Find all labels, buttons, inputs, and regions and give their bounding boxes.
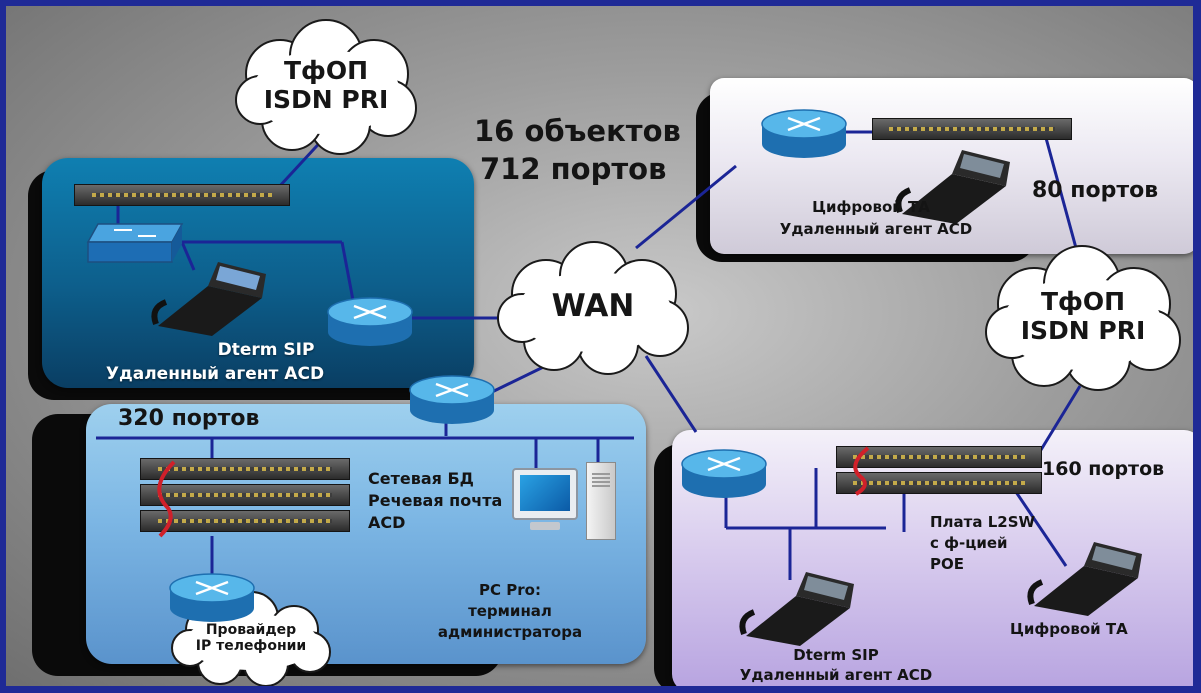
bl-feature-line: Сетевая БД: [368, 469, 474, 488]
cloud-line: Провайдер: [205, 621, 297, 638]
link-rack-digital-phone: [1014, 491, 1068, 567]
pstn-cloud-right-text: ТфОП ISDN PRI: [978, 242, 1188, 392]
cloud-line: ТфОП: [1040, 287, 1126, 317]
bl-features: Сетевая БД Речевая почта ACD: [368, 468, 502, 534]
pstn-cloud-right: ТфОП ISDN PRI: [978, 242, 1188, 392]
br-card-line: Плата L2SW: [930, 513, 1036, 531]
link-wan-top-right: [635, 164, 737, 250]
br-card-line: POE: [930, 555, 964, 573]
br-sip-phone-label: Dterm SIP: [793, 646, 879, 664]
server-rack-icon: [836, 446, 1042, 496]
site-panel-top-right: [710, 78, 1193, 254]
cloud-icon: [497, 241, 689, 375]
switch-icon: [86, 223, 184, 263]
br-ports: 160 портов: [1042, 458, 1165, 480]
site-panel-bottom-left: [86, 404, 646, 664]
cloud-icon: [985, 245, 1181, 391]
router-icon: [409, 375, 495, 424]
cloud-icon: [235, 19, 417, 155]
wan-cloud-text: WAN: [490, 238, 696, 376]
cloud-line: IP телефонии: [195, 638, 307, 654]
link-rack-pstn-right: [1044, 137, 1078, 249]
pstn-cloud-top-text: ТфОП ISDN PRI: [228, 16, 424, 156]
tr-agent-label: Удаленный агент ACD: [779, 220, 973, 238]
cloud-line: WAN: [551, 288, 635, 325]
bl-feature-line: ACD: [368, 513, 406, 532]
tr-phone-label: Цифровой ТА: [812, 198, 930, 216]
bl-pc-line: PC Pro:: [479, 581, 541, 599]
provider-cloud-text: Провайдер IP телефонии: [166, 590, 336, 686]
diagram-canvas: ТфОП ISDN PRI ТфОП ISDN PRI: [6, 6, 1193, 686]
cloud-line: ТфОП: [283, 56, 369, 86]
cloud-line: ISDN PRI: [263, 85, 389, 114]
server-rack-icon: [140, 458, 350, 538]
tl-agent-label: Удаленный агент ACD: [105, 364, 325, 384]
router-icon: [169, 573, 255, 622]
cloud-line: ISDN PRI: [1020, 316, 1146, 345]
br-card-line: с ф-цией: [930, 534, 1008, 552]
phone-icon: [895, 150, 1010, 224]
summary-sites: 16 объектов: [474, 114, 681, 148]
link-wan-bottom-right: [644, 355, 698, 433]
router-icon: [327, 297, 413, 346]
phone-icon: [1027, 542, 1142, 616]
bl-ports: 320 портов: [118, 406, 260, 431]
network-links: [96, 130, 1082, 590]
phone-icon: [151, 262, 266, 336]
br-agent-label: Удаленный агент ACD: [739, 666, 933, 684]
server-rack-icon: [872, 118, 1072, 140]
router-icon: [681, 449, 767, 498]
bl-feature-line: Речевая почта: [368, 491, 503, 510]
bl-pc-line: администратора: [437, 623, 583, 641]
bl-pc-label: PC Pro: терминал администратора: [410, 580, 610, 643]
link-pstn-right-rack: [1034, 385, 1082, 459]
bl-pc-line: терминал: [468, 602, 552, 620]
cable-icon: [853, 446, 870, 496]
server-rack-icon: [74, 184, 290, 206]
tr-ports: 80 портов: [1032, 178, 1159, 203]
cable-icon: [157, 460, 176, 538]
br-digital-phone-label: Цифровой ТА: [1010, 620, 1128, 638]
br-card-label: Плата L2SW с ф-цией POE: [930, 512, 1035, 575]
pc-icon: [512, 462, 622, 548]
summary-ports: 712 портов: [480, 152, 667, 186]
wan-cloud: WAN: [490, 238, 696, 376]
tl-phone-label: Dterm SIP: [217, 340, 315, 360]
router-icon: [761, 109, 847, 158]
pstn-cloud-top: ТфОП ISDN PRI: [228, 16, 424, 156]
link-switch-phone: [180, 241, 196, 271]
phone-icon: [739, 572, 854, 646]
